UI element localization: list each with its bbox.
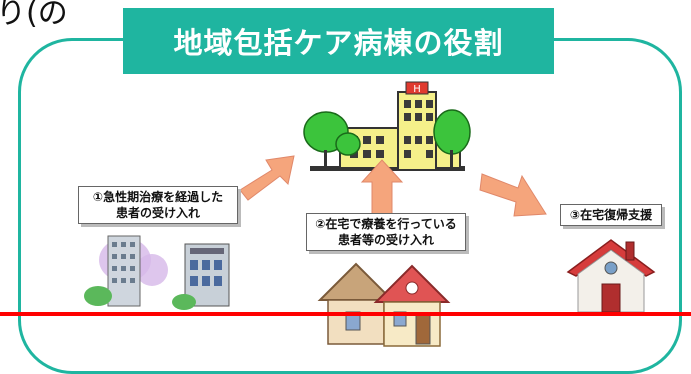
arrow-icon [479,173,547,217]
arrow-icon [239,155,295,201]
label-home-line-2: 患者等の受け入れ [337,233,434,247]
label-acute-care: ①急性期治療を経過した 患者の受け入れ [78,186,238,224]
house-icon [566,239,656,313]
hospital-buildings-icon [84,235,230,310]
svg-text:H: H [413,84,421,95]
label-return-home: ③在宅復帰支援 [560,204,662,226]
label-home-line-1: ②在宅で療養を行っている [315,217,457,231]
houses-icon [317,262,451,347]
arrow-icon [360,159,404,216]
diagram-title: 地域包括ケア病棟の役割 [123,8,554,74]
label-acute-line-1: ①急性期治療を経過した [92,190,224,204]
red-rule-line [0,312,691,316]
label-acute-line-2: 患者の受け入れ [115,206,200,220]
label-home-care: ②在宅で療養を行っている 患者等の受け入れ [306,213,466,251]
cropped-heading-fragment: り(の [0,0,68,31]
